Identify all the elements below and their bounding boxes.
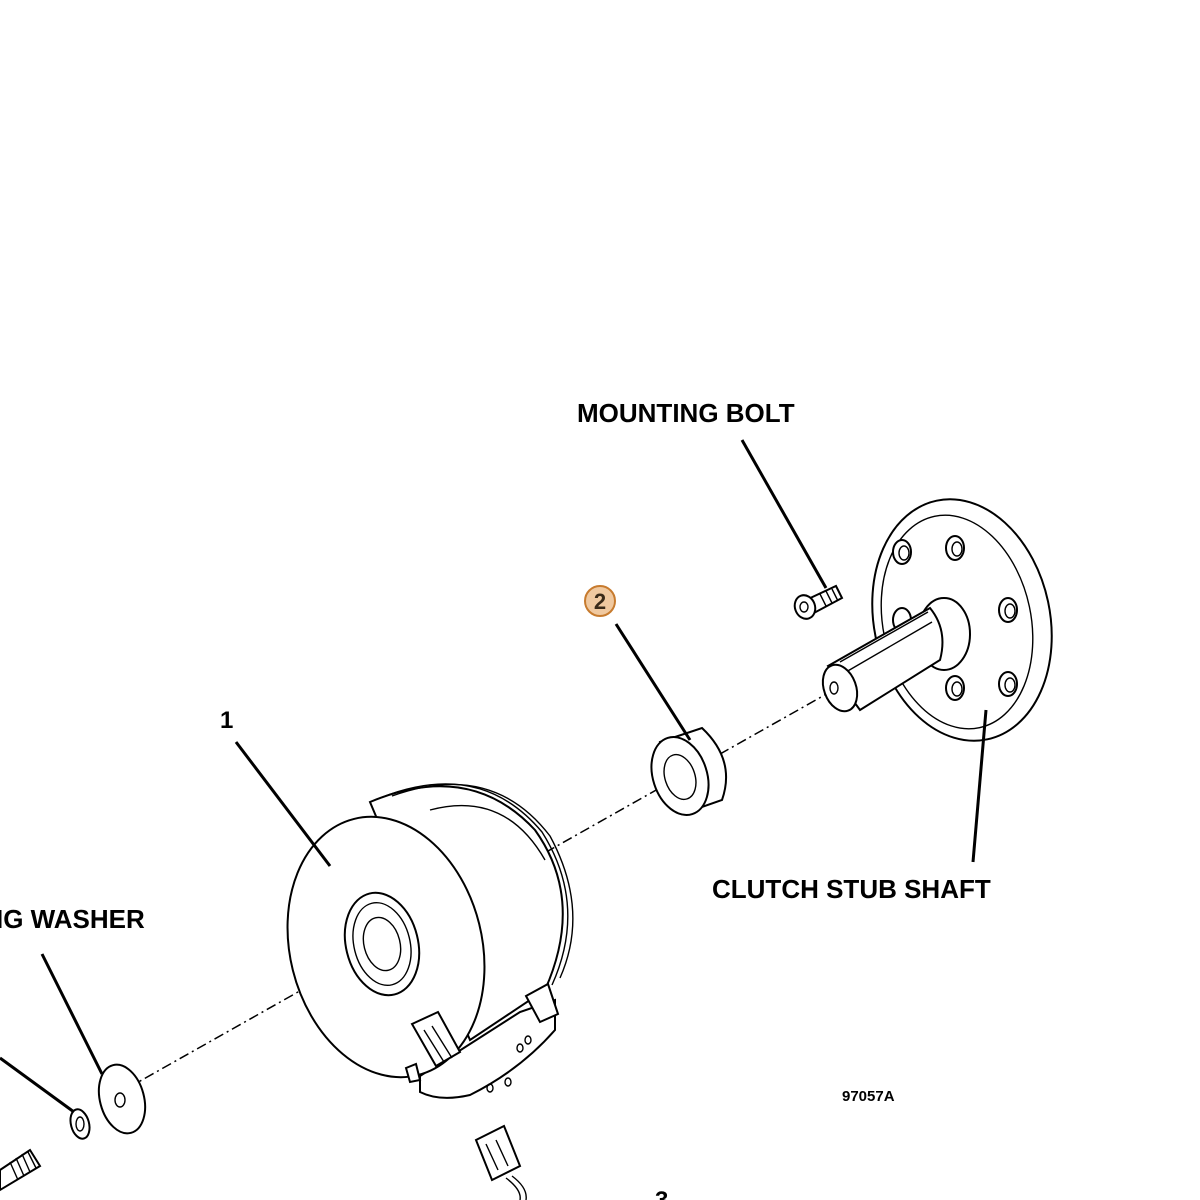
callout-2-leader — [614, 623, 692, 741]
wire-harness-connector — [474, 1124, 527, 1200]
callout-1-leader — [234, 741, 332, 867]
figure-code: 97057A — [842, 1088, 895, 1105]
mounting-bolt-leader — [740, 439, 828, 589]
callout-2-badge[interactable]: 2 — [584, 585, 616, 617]
callout-3: 3 — [655, 1187, 668, 1200]
mounting-bolt — [740, 439, 844, 620]
flange-bolt-holes — [892, 535, 1018, 701]
clutch-bolt — [0, 1148, 42, 1192]
lock-washer — [0, 1056, 91, 1140]
washer-leader — [40, 953, 104, 1075]
clutch-stub-shaft-leader — [971, 709, 988, 863]
mounting-bolt-label: MOUNTING BOLT — [577, 398, 795, 428]
electric-clutch — [234, 741, 574, 1099]
spacer-bushing — [614, 623, 728, 816]
spring-washer — [40, 953, 147, 1135]
clutch-stub-shaft-label: CLUTCH STUB SHAFT — [712, 874, 991, 904]
callout-1: 1 — [220, 707, 233, 734]
washer-label: IG WASHER — [0, 904, 145, 934]
callout-2: 2 — [594, 589, 606, 614]
clutch-stub-shaft — [821, 498, 1053, 863]
